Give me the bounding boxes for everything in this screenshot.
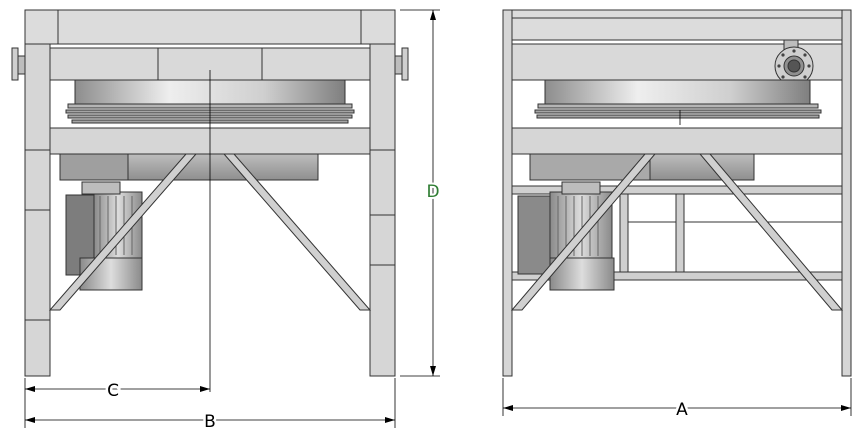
dimension-b bbox=[25, 378, 396, 428]
pipe-flange-front bbox=[774, 39, 814, 86]
side-view bbox=[502, 9, 852, 377]
dimension-d bbox=[400, 9, 440, 377]
dimension-label-d: D bbox=[426, 182, 439, 202]
dimension-label-b: B bbox=[204, 412, 216, 430]
dimension-c bbox=[24, 378, 210, 428]
pipe-flange-left bbox=[11, 47, 26, 81]
dimension-a bbox=[502, 378, 852, 416]
dimension-label-c: C bbox=[107, 381, 119, 401]
dimension-label-a: A bbox=[676, 400, 688, 420]
pipe-flange-right bbox=[394, 47, 409, 81]
motor bbox=[65, 181, 143, 291]
